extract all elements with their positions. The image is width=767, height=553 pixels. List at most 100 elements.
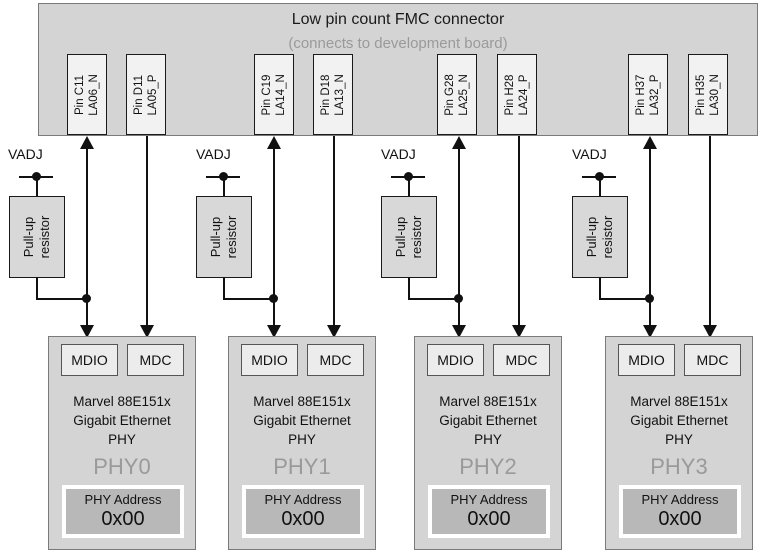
phy-port-mdc[interactable]: MDC bbox=[684, 344, 741, 376]
mdio-line-1 bbox=[273, 148, 275, 338]
phy-address-value: 0x00 bbox=[281, 508, 325, 530]
phy-address-value: 0x00 bbox=[101, 508, 145, 530]
phy-block-3: MDIO MDC Marvel 88E151x Gigabit Ethernet… bbox=[605, 336, 753, 550]
mdc-line-3 bbox=[709, 136, 711, 326]
pin-box-la06n[interactable]: Pin C11 LA06_N bbox=[67, 54, 107, 135]
pin-box-la30n[interactable]: Pin H35 LA30_N bbox=[688, 54, 728, 135]
phy-address-inner: PHY Address 0x00 bbox=[246, 489, 360, 534]
mdio-arrow-down-3 bbox=[643, 325, 657, 338]
resistor-label-line1: Pull-up bbox=[584, 216, 599, 258]
mdc-arrow-down-1 bbox=[327, 325, 341, 338]
phy-address-box: PHY Address 0x00 bbox=[428, 485, 550, 538]
resistor-out-2 bbox=[408, 277, 410, 300]
connector-title: Low pin count FMC connector bbox=[291, 11, 505, 28]
resistor-label: Pull-up resistor bbox=[208, 216, 240, 259]
phy-block-0: MDIO MDC Marvel 88E151x Gigabit Ethernet… bbox=[48, 336, 196, 550]
mdio-arrow-up-0 bbox=[80, 136, 94, 149]
pin-box-la14n[interactable]: Pin C19 LA14_N bbox=[254, 54, 294, 135]
pin-number: Pin H37 bbox=[635, 74, 647, 115]
pin-number: Pin H35 bbox=[695, 74, 707, 115]
pullup-resistor-1: Pull-up resistor bbox=[196, 196, 252, 278]
pullup-tap-0 bbox=[36, 298, 88, 300]
phy-address-title: PHY Address bbox=[264, 492, 342, 507]
resistor-label-line1: Pull-up bbox=[393, 216, 408, 258]
resistor-out-3 bbox=[599, 277, 601, 300]
phy-description: Marvel 88E151x Gigabit Ethernet PHY bbox=[229, 392, 375, 449]
pin-number: Pin G28 bbox=[444, 73, 456, 116]
pin-label: Pin H35 LA30_N bbox=[694, 74, 722, 116]
mdio-line-3 bbox=[649, 148, 651, 338]
vadj-label-0: VADJ bbox=[8, 146, 43, 162]
mdc-line-1 bbox=[333, 136, 335, 326]
phy-desc-line2: Gigabit Ethernet bbox=[439, 413, 537, 428]
resistor-label-line2: resistor bbox=[37, 215, 52, 259]
pin-label: Pin D11 LA05_P bbox=[132, 74, 160, 115]
vadj-label-1: VADJ bbox=[196, 146, 231, 162]
pullup-resistor-3: Pull-up resistor bbox=[572, 196, 628, 278]
pin-signal: LA13_N bbox=[334, 73, 346, 116]
pullup-tap-2 bbox=[408, 298, 460, 300]
pin-signal: LA05_P bbox=[147, 74, 159, 115]
phy-desc-line1: Marvel 88E151x bbox=[73, 394, 171, 409]
phy-address-inner: PHY Address 0x00 bbox=[432, 489, 546, 534]
mdc-arrow-down-2 bbox=[512, 325, 526, 338]
phy-port-mdio[interactable]: MDIO bbox=[61, 344, 118, 376]
mdc-arrow-down-0 bbox=[140, 325, 154, 338]
phy-description: Marvel 88E151x Gigabit Ethernet PHY bbox=[49, 392, 195, 449]
phy-address-inner: PHY Address 0x00 bbox=[66, 489, 180, 534]
mdc-line-2 bbox=[518, 136, 520, 326]
resistor-label-line2: resistor bbox=[409, 215, 424, 259]
vadj-drop-2 bbox=[408, 176, 410, 198]
mdio-arrow-up-2 bbox=[452, 136, 466, 149]
phy-description: Marvel 88E151x Gigabit Ethernet PHY bbox=[415, 392, 561, 449]
vadj-label-3: VADJ bbox=[572, 146, 607, 162]
mdio-line-0 bbox=[86, 148, 88, 338]
pin-box-la32p[interactable]: Pin H37 LA32_P bbox=[628, 54, 668, 135]
mdio-line-2 bbox=[458, 148, 460, 338]
pin-label: Pin C19 LA14_N bbox=[260, 74, 288, 116]
phy-port-mdio[interactable]: MDIO bbox=[618, 344, 675, 376]
phy-description: Marvel 88E151x Gigabit Ethernet PHY bbox=[606, 392, 752, 449]
pin-signal: LA06_N bbox=[88, 73, 100, 116]
mdio-arrow-up-1 bbox=[267, 136, 281, 149]
mdc-arrow-down-3 bbox=[703, 325, 717, 338]
phy-block-1: MDIO MDC Marvel 88E151x Gigabit Ethernet… bbox=[228, 336, 376, 550]
pin-signal: LA30_N bbox=[709, 73, 721, 116]
mdio-arrow-down-1 bbox=[267, 325, 281, 338]
mdio-arrow-up-3 bbox=[643, 136, 657, 149]
pin-box-la05p[interactable]: Pin D11 LA05_P bbox=[126, 54, 166, 135]
resistor-out-1 bbox=[223, 277, 225, 300]
resistor-label: Pull-up resistor bbox=[21, 216, 53, 259]
phy-port-mdio[interactable]: MDIO bbox=[241, 344, 298, 376]
phy-port-mdc[interactable]: MDC bbox=[127, 344, 184, 376]
pin-label: Pin G28 LA25_N bbox=[443, 74, 471, 116]
pin-box-la24p[interactable]: Pin H28 LA24_P bbox=[497, 54, 537, 135]
vadj-drop-1 bbox=[223, 176, 225, 198]
pin-number: Pin C19 bbox=[261, 74, 273, 115]
pin-number: Pin H28 bbox=[504, 74, 516, 115]
phy-block-2: MDIO MDC Marvel 88E151x Gigabit Ethernet… bbox=[414, 336, 562, 550]
phy-address-value: 0x00 bbox=[467, 508, 511, 530]
pin-number: Pin D11 bbox=[133, 74, 145, 115]
phy-port-mdc[interactable]: MDC bbox=[307, 344, 364, 376]
resistor-label-line1: Pull-up bbox=[21, 216, 36, 258]
vadj-label-2: VADJ bbox=[381, 146, 416, 162]
phy-identifier: PHY2 bbox=[459, 454, 517, 479]
pullup-tap-3 bbox=[599, 298, 651, 300]
mdc-line-0 bbox=[146, 136, 148, 326]
phy-address-value: 0x00 bbox=[658, 508, 702, 530]
pin-box-la13n[interactable]: Pin D18 LA13_N bbox=[313, 54, 353, 135]
phy-identifier: PHY0 bbox=[93, 454, 151, 479]
pullup-resistor-2: Pull-up resistor bbox=[381, 196, 437, 278]
phy-address-inner: PHY Address 0x00 bbox=[623, 489, 737, 534]
vadj-drop-3 bbox=[599, 176, 601, 198]
phy-port-mdc[interactable]: MDC bbox=[493, 344, 550, 376]
pin-box-la25n[interactable]: Pin G28 LA25_N bbox=[437, 54, 477, 135]
pin-label: Pin D18 LA13_N bbox=[319, 74, 347, 116]
phy-port-mdio[interactable]: MDIO bbox=[427, 344, 484, 376]
phy-desc-line1: Marvel 88E151x bbox=[253, 394, 351, 409]
resistor-label-line1: Pull-up bbox=[208, 216, 223, 258]
resistor-label-line2: resistor bbox=[600, 215, 615, 259]
phy-address-box: PHY Address 0x00 bbox=[619, 485, 741, 538]
